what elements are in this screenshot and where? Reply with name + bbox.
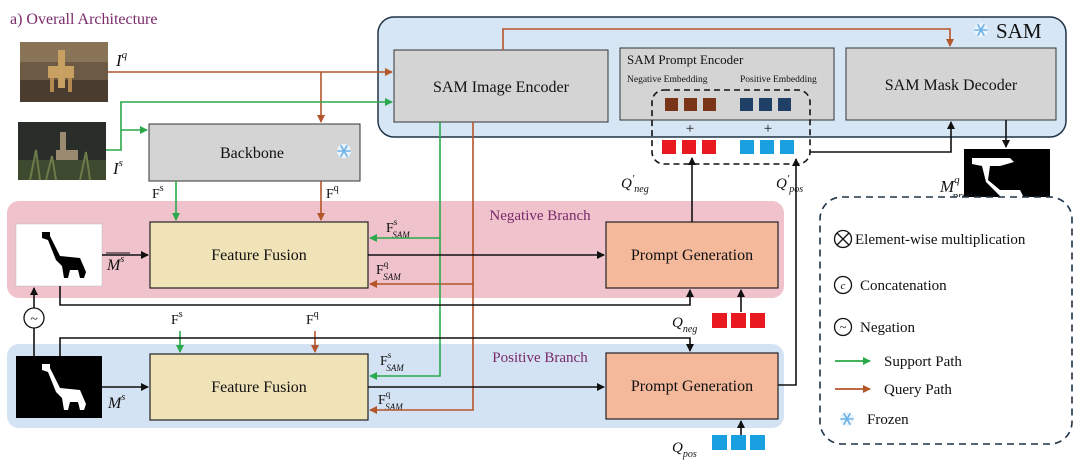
positive-feature-fusion-box — [149, 353, 369, 421]
sam-image-encoder-box — [393, 49, 609, 123]
positive-fs-label: Fs — [171, 309, 183, 328]
support-image-photo — [18, 122, 106, 181]
positive-query-tokens — [712, 435, 765, 450]
data-flow-arrows — [30, 120, 1010, 435]
support-image-label: Is — [112, 157, 123, 178]
q-neg-prime-label: Q′neg — [621, 173, 649, 195]
sam-prompt-encoder-box — [619, 47, 835, 121]
query-image-label: Iq — [115, 49, 128, 70]
sam-image-encoder-label: SAM Image Encoder — [433, 79, 570, 96]
sam-label: SAM — [996, 19, 1042, 43]
negated-support-mask-label: Ms — [106, 254, 124, 274]
frozen-snowflake-icon — [839, 411, 855, 427]
support-path-arrows — [106, 98, 441, 380]
legend-frozen-label: Frozen — [867, 412, 909, 428]
positive-prompt-tokens-top — [740, 140, 794, 154]
positive-embedding-label: Positive Embedding — [740, 75, 817, 85]
positive-feature-fusion-label: Feature Fusion — [211, 379, 307, 396]
figure-title: a) Overall Architecture — [10, 11, 157, 28]
legend-query-path-label: Query Path — [884, 382, 952, 398]
concatenation-symbol: c — [841, 280, 846, 292]
positive-embedding-tokens — [740, 98, 791, 111]
positive-branch-label: Positive Branch — [492, 350, 588, 366]
backbone-box — [148, 123, 361, 182]
negative-prompt-generation-box — [605, 221, 779, 289]
negative-feature-fusion-label: Feature Fusion — [211, 247, 307, 264]
negative-embedding-tokens — [665, 98, 716, 111]
negative-plus-sign: + — [686, 121, 694, 137]
negative-embedding-label: Negative Embedding — [627, 75, 708, 85]
positive-prompt-generation-label: Prompt Generation — [631, 378, 753, 395]
positive-mask-image — [16, 356, 102, 418]
negative-prompt-generation-label: Prompt Generation — [631, 247, 753, 264]
positive-plus-sign: + — [764, 121, 772, 137]
sam-prompt-encoder-label: SAM Prompt Encoder — [627, 52, 744, 67]
support-mask-label: Ms — [107, 392, 125, 412]
positive-prompt-generation-box — [605, 352, 779, 420]
legend-negation-symbol: ~ — [840, 320, 847, 334]
negative-prompt-tokens-top — [662, 140, 716, 154]
backbone-fq-label: Fq — [326, 183, 339, 202]
negative-query-tokens — [712, 313, 765, 328]
legend-box — [819, 196, 1073, 445]
multiplication-cross — [836, 232, 850, 246]
q-pos-label: Qpos — [672, 440, 697, 460]
backbone-frozen-snowflake-icon — [336, 143, 352, 159]
sam-mask-decoder-label: SAM Mask Decoder — [885, 77, 1018, 94]
query-path-arrows — [108, 28, 954, 414]
backbone-label: Backbone — [220, 145, 284, 162]
legend-negation-label: Negation — [860, 320, 915, 336]
concatenation-icon — [833, 275, 853, 295]
negative-mask-image — [15, 223, 103, 287]
legend-multiplication-label: Element-wise multiplication — [855, 232, 1026, 248]
sam-frozen-snowflake-icon — [973, 22, 989, 38]
query-image-photo — [20, 42, 108, 102]
negation-operator-symbol: ~ — [30, 312, 38, 327]
backbone-fs-label: Fs — [152, 183, 164, 202]
sam-mask-decoder-box — [845, 47, 1057, 121]
q-pos-prime-label: Q′pos — [776, 173, 803, 195]
positive-fq-label: Fq — [306, 309, 319, 328]
negation-icon — [833, 317, 853, 337]
legend-concatenation-label: Concatenation — [860, 278, 947, 294]
negative-feature-fusion-box — [149, 221, 369, 289]
negative-branch-label: Negative Branch — [489, 208, 591, 224]
q-neg-label: Qneg — [672, 315, 697, 335]
legend-support-path-label: Support Path — [884, 354, 962, 370]
